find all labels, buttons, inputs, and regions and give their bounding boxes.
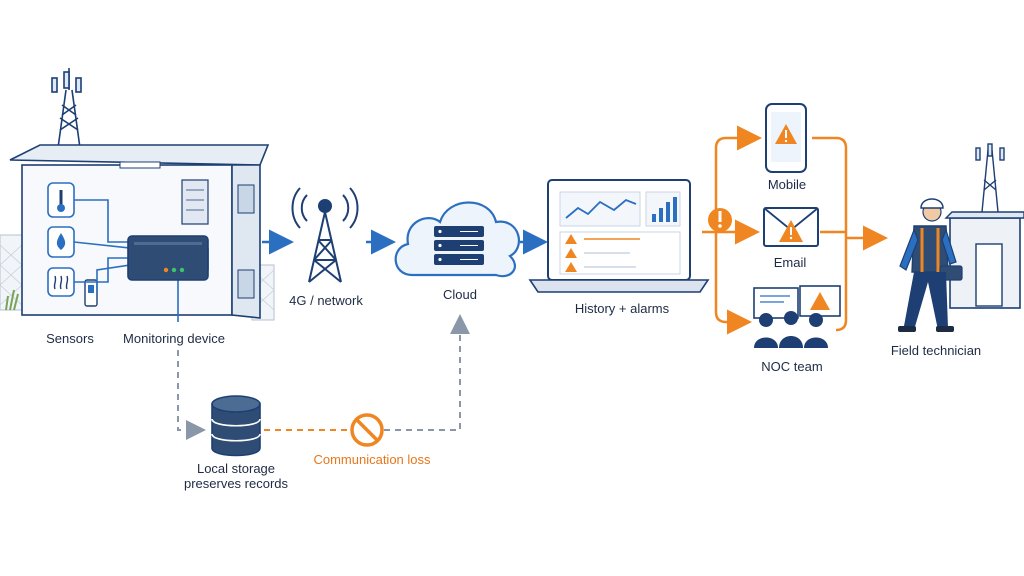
noc-team-label: NOC team [761,359,823,374]
noc-team-icon [753,285,841,348]
communication-loss-label: Communication loss [313,452,431,467]
field-technician-label: Field technician [890,343,982,358]
database-icon [211,395,261,457]
smoke-sensor-icon [47,267,75,297]
monitoring-box-icon [127,235,209,281]
local-storage-label: Local storage [196,461,276,476]
email-alert-icon [763,207,819,247]
network-label: 4G / network [289,293,363,308]
thermometer-icon [47,182,75,218]
sensors-label: Sensors [46,331,94,346]
equipment-shelter-icon [0,144,275,321]
monitoring-device-label: Monitoring device [123,331,225,346]
preserves-records-label: preserves records [183,476,289,491]
water-drop-icon [47,226,75,258]
no-entry-icon [350,413,384,447]
laptop-dashboard-icon [528,179,710,293]
cloud-server-icon [394,201,520,278]
history-alarms-label: History + alarms [574,301,670,316]
cloud-label: Cloud [443,287,477,302]
mobile-label: Mobile [767,177,807,192]
cell-tower-icon [51,68,82,149]
alert-exclamation-icon [708,208,732,232]
antenna-icon [291,187,359,283]
technician-icon [898,143,1024,332]
phone-alert-icon [765,103,807,173]
email-label: Email [773,255,807,270]
